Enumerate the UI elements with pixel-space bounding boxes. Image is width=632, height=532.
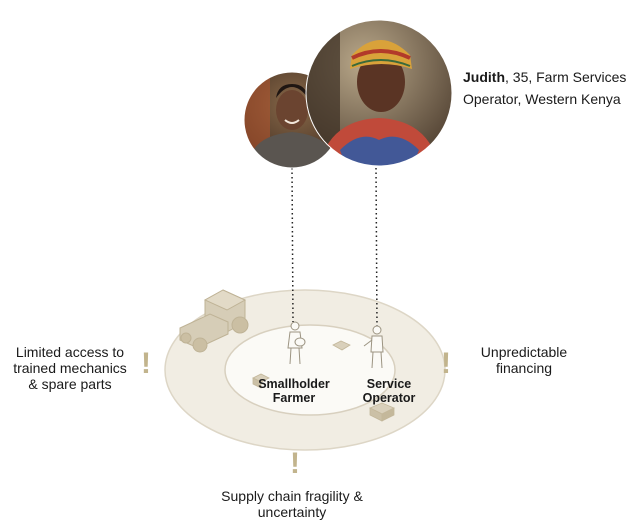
connector-operator — [375, 167, 378, 327]
exclamation-icon-bottom: ! — [290, 447, 300, 480]
smallholder-farmer-figure — [287, 321, 306, 365]
barrier-right: Unpredictable financing — [480, 344, 568, 376]
service-operator-label: Service Operator — [362, 377, 416, 405]
profile-name: Judith — [463, 69, 505, 85]
exclamation-icon-left: ! — [141, 347, 151, 380]
barrier-left: Limited access to trained mechanics & sp… — [13, 344, 127, 392]
judith-portrait — [306, 20, 452, 166]
profile-callout: Judith, 35, Farm Services Operator, West… — [463, 66, 628, 110]
sketch-objects — [252, 340, 395, 422]
exclamation-icon-right: ! — [441, 347, 451, 380]
barrier-bottom: Supply chain fragility & uncertainty — [221, 488, 363, 520]
connector-farmer — [291, 167, 294, 323]
profile-details: , 35, Farm Services Operator, Western Ke… — [463, 69, 627, 107]
inner-ring — [224, 324, 396, 416]
service-operator-figure — [363, 325, 384, 369]
tractor-illustration — [179, 289, 249, 353]
smallholder-farmer-label: Smallholder Farmer — [258, 377, 330, 405]
